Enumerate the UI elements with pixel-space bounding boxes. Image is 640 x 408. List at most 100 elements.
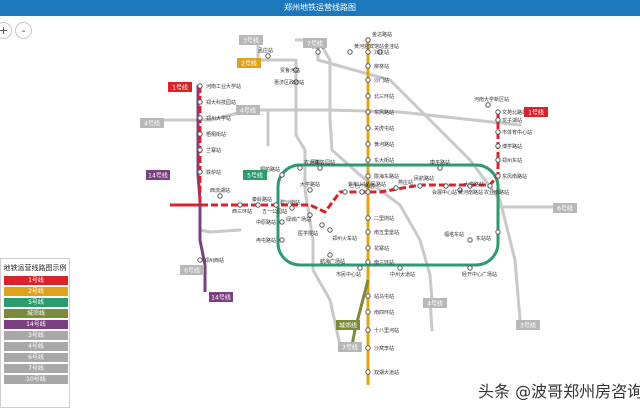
station-marker[interactable] xyxy=(293,67,299,73)
zoom-in-button[interactable]: + xyxy=(0,22,12,39)
zoom-out-button[interactable]: - xyxy=(15,22,32,39)
line-badge[interactable]: 1号线 xyxy=(168,82,192,92)
station-marker[interactable] xyxy=(359,189,365,195)
station-marker[interactable] xyxy=(365,309,371,315)
line-badge[interactable]: 3号线 xyxy=(239,35,263,45)
station-marker[interactable] xyxy=(197,169,203,175)
station-marker[interactable] xyxy=(319,222,325,228)
station-marker[interactable] xyxy=(357,265,363,271)
station-marker[interactable] xyxy=(365,369,371,375)
station-marker[interactable] xyxy=(365,259,371,265)
station-marker[interactable] xyxy=(342,189,348,195)
station-marker[interactable] xyxy=(327,227,333,233)
station-marker[interactable] xyxy=(365,215,371,221)
station-marker[interactable] xyxy=(297,165,303,171)
station-label: 十八里河站 xyxy=(374,327,399,334)
station-marker[interactable] xyxy=(365,327,371,333)
station-marker[interactable] xyxy=(315,49,321,55)
line-badge[interactable]: 1号线 xyxy=(524,107,548,117)
station-marker[interactable] xyxy=(255,202,261,208)
station-marker[interactable] xyxy=(393,185,399,191)
station-marker[interactable] xyxy=(365,173,371,179)
station-marker[interactable] xyxy=(327,252,333,258)
svg-text:7号线: 7号线 xyxy=(307,40,323,48)
legend-item: 2号线 xyxy=(4,287,68,296)
station-marker[interactable] xyxy=(289,205,295,211)
station-marker[interactable] xyxy=(365,245,371,251)
station-marker[interactable] xyxy=(197,83,203,89)
station-marker[interactable] xyxy=(317,165,323,171)
line-badge[interactable]: 3号线 xyxy=(516,320,540,330)
station-marker[interactable] xyxy=(495,229,501,235)
station-marker[interactable] xyxy=(467,183,473,189)
line-badge[interactable]: 14号线 xyxy=(146,170,170,180)
station-marker[interactable] xyxy=(197,147,203,153)
station-marker[interactable] xyxy=(487,183,493,189)
station-marker[interactable] xyxy=(365,293,371,299)
station-marker[interactable] xyxy=(365,125,371,131)
station-label: 人民路站 xyxy=(366,181,386,188)
station-label: 东风路站 xyxy=(374,109,394,116)
line7-route xyxy=(316,38,522,322)
station-marker[interactable] xyxy=(217,193,223,199)
station-marker[interactable] xyxy=(347,49,353,55)
station-marker[interactable] xyxy=(307,212,313,218)
station-marker[interactable] xyxy=(457,187,463,193)
station-marker[interactable] xyxy=(443,183,449,189)
station-marker[interactable] xyxy=(495,143,501,149)
station-marker[interactable] xyxy=(197,115,203,121)
station-marker[interactable] xyxy=(365,141,371,147)
legend-item: 3号线 xyxy=(4,331,68,340)
line-badge[interactable]: 7号线 xyxy=(338,342,362,352)
line-badge[interactable]: 6号线 xyxy=(553,203,577,213)
line-badge[interactable]: 7号线 xyxy=(303,38,327,48)
station-marker[interactable] xyxy=(495,129,501,135)
station-marker[interactable] xyxy=(273,202,279,208)
station-marker[interactable] xyxy=(279,219,285,225)
line-badge[interactable]: 14号线 xyxy=(209,292,233,302)
station-marker[interactable] xyxy=(365,37,371,43)
line-badge[interactable]: 2号线 xyxy=(237,58,261,68)
station-marker[interactable] xyxy=(237,202,243,208)
station-marker[interactable] xyxy=(495,157,501,163)
station-marker[interactable] xyxy=(467,237,473,243)
station-marker[interactable] xyxy=(495,117,501,123)
station-label: 文苑北路站 xyxy=(502,109,527,116)
station-marker[interactable] xyxy=(279,237,285,243)
station-marker[interactable] xyxy=(397,265,403,271)
station-marker[interactable] xyxy=(417,183,423,189)
station-marker[interactable] xyxy=(365,229,371,235)
line-badge[interactable]: 5号线 xyxy=(243,170,267,180)
station-marker[interactable] xyxy=(365,157,371,163)
station-marker[interactable] xyxy=(307,187,313,193)
station-label: 民航路站 xyxy=(414,175,434,182)
station-marker[interactable] xyxy=(365,345,371,351)
line-badge[interactable]: 4号线 xyxy=(140,118,164,128)
station-label: 福塔东站 xyxy=(444,231,464,238)
station-marker[interactable] xyxy=(365,63,371,69)
station-marker[interactable] xyxy=(495,173,501,179)
station-marker[interactable] xyxy=(197,257,203,263)
line-badge[interactable]: 4号线 xyxy=(423,298,447,308)
station-marker[interactable] xyxy=(365,49,371,55)
station-marker[interactable] xyxy=(365,93,371,99)
station-marker[interactable] xyxy=(197,131,203,137)
station-marker[interactable] xyxy=(365,77,371,83)
station-marker[interactable] xyxy=(485,102,491,108)
station-marker[interactable] xyxy=(265,53,271,59)
station-marker[interactable] xyxy=(467,265,473,271)
line-badge[interactable]: 4号线 xyxy=(236,105,260,115)
station-marker[interactable] xyxy=(365,109,371,115)
station-marker[interactable] xyxy=(279,172,285,178)
line-badge[interactable]: 城郊线 xyxy=(336,320,360,330)
station-marker[interactable] xyxy=(197,99,203,105)
station-marker[interactable] xyxy=(365,189,371,195)
station-label: 二里岗站 xyxy=(374,215,394,222)
station-marker[interactable] xyxy=(293,79,299,85)
line-badge[interactable]: 6号线 xyxy=(180,265,204,275)
station-marker[interactable] xyxy=(495,109,501,115)
station-label: 经开中心广场站 xyxy=(462,271,497,278)
station-marker[interactable] xyxy=(377,49,383,55)
station-marker[interactable] xyxy=(437,165,443,171)
